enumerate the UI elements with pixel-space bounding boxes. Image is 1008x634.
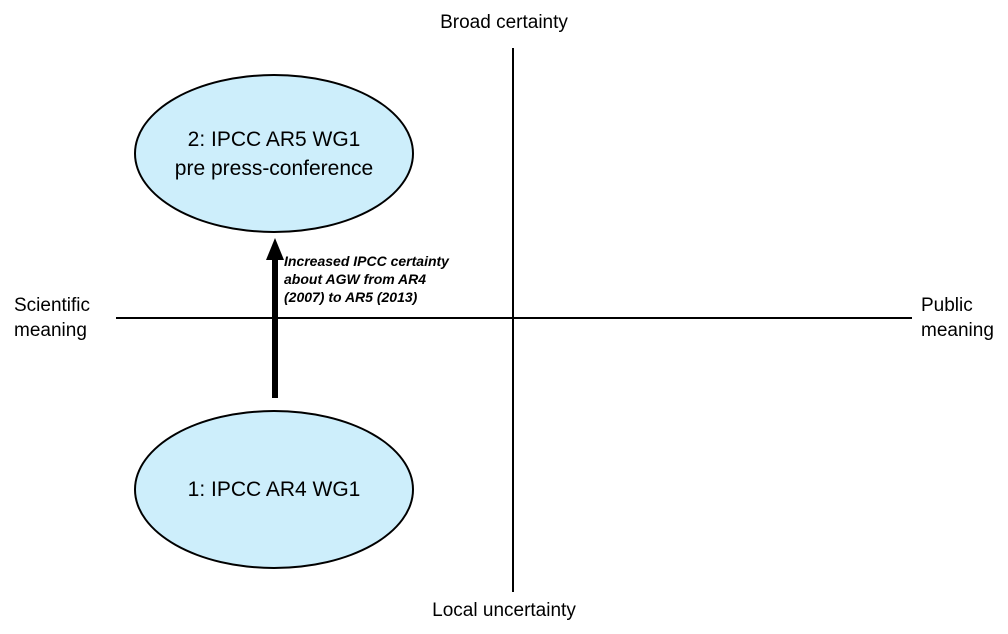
node-ipcc-ar5-wg1[interactable]: 2: IPCC AR5 WG1 pre press-conference [134,74,414,233]
transition-arrow [266,238,284,398]
axis-label-top: Broad certainty [440,12,568,33]
axis-label-left: Scientific meaning [14,295,91,341]
axis-label-bottom: Local uncertainty [432,600,576,621]
arrow-annotation-text: Increased IPCC certainty about AGW from … [284,253,449,305]
axis-label-right: Public meaning [921,295,994,341]
node-ipcc-ar4-wg1[interactable]: 1: IPCC AR4 WG1 [134,410,414,569]
